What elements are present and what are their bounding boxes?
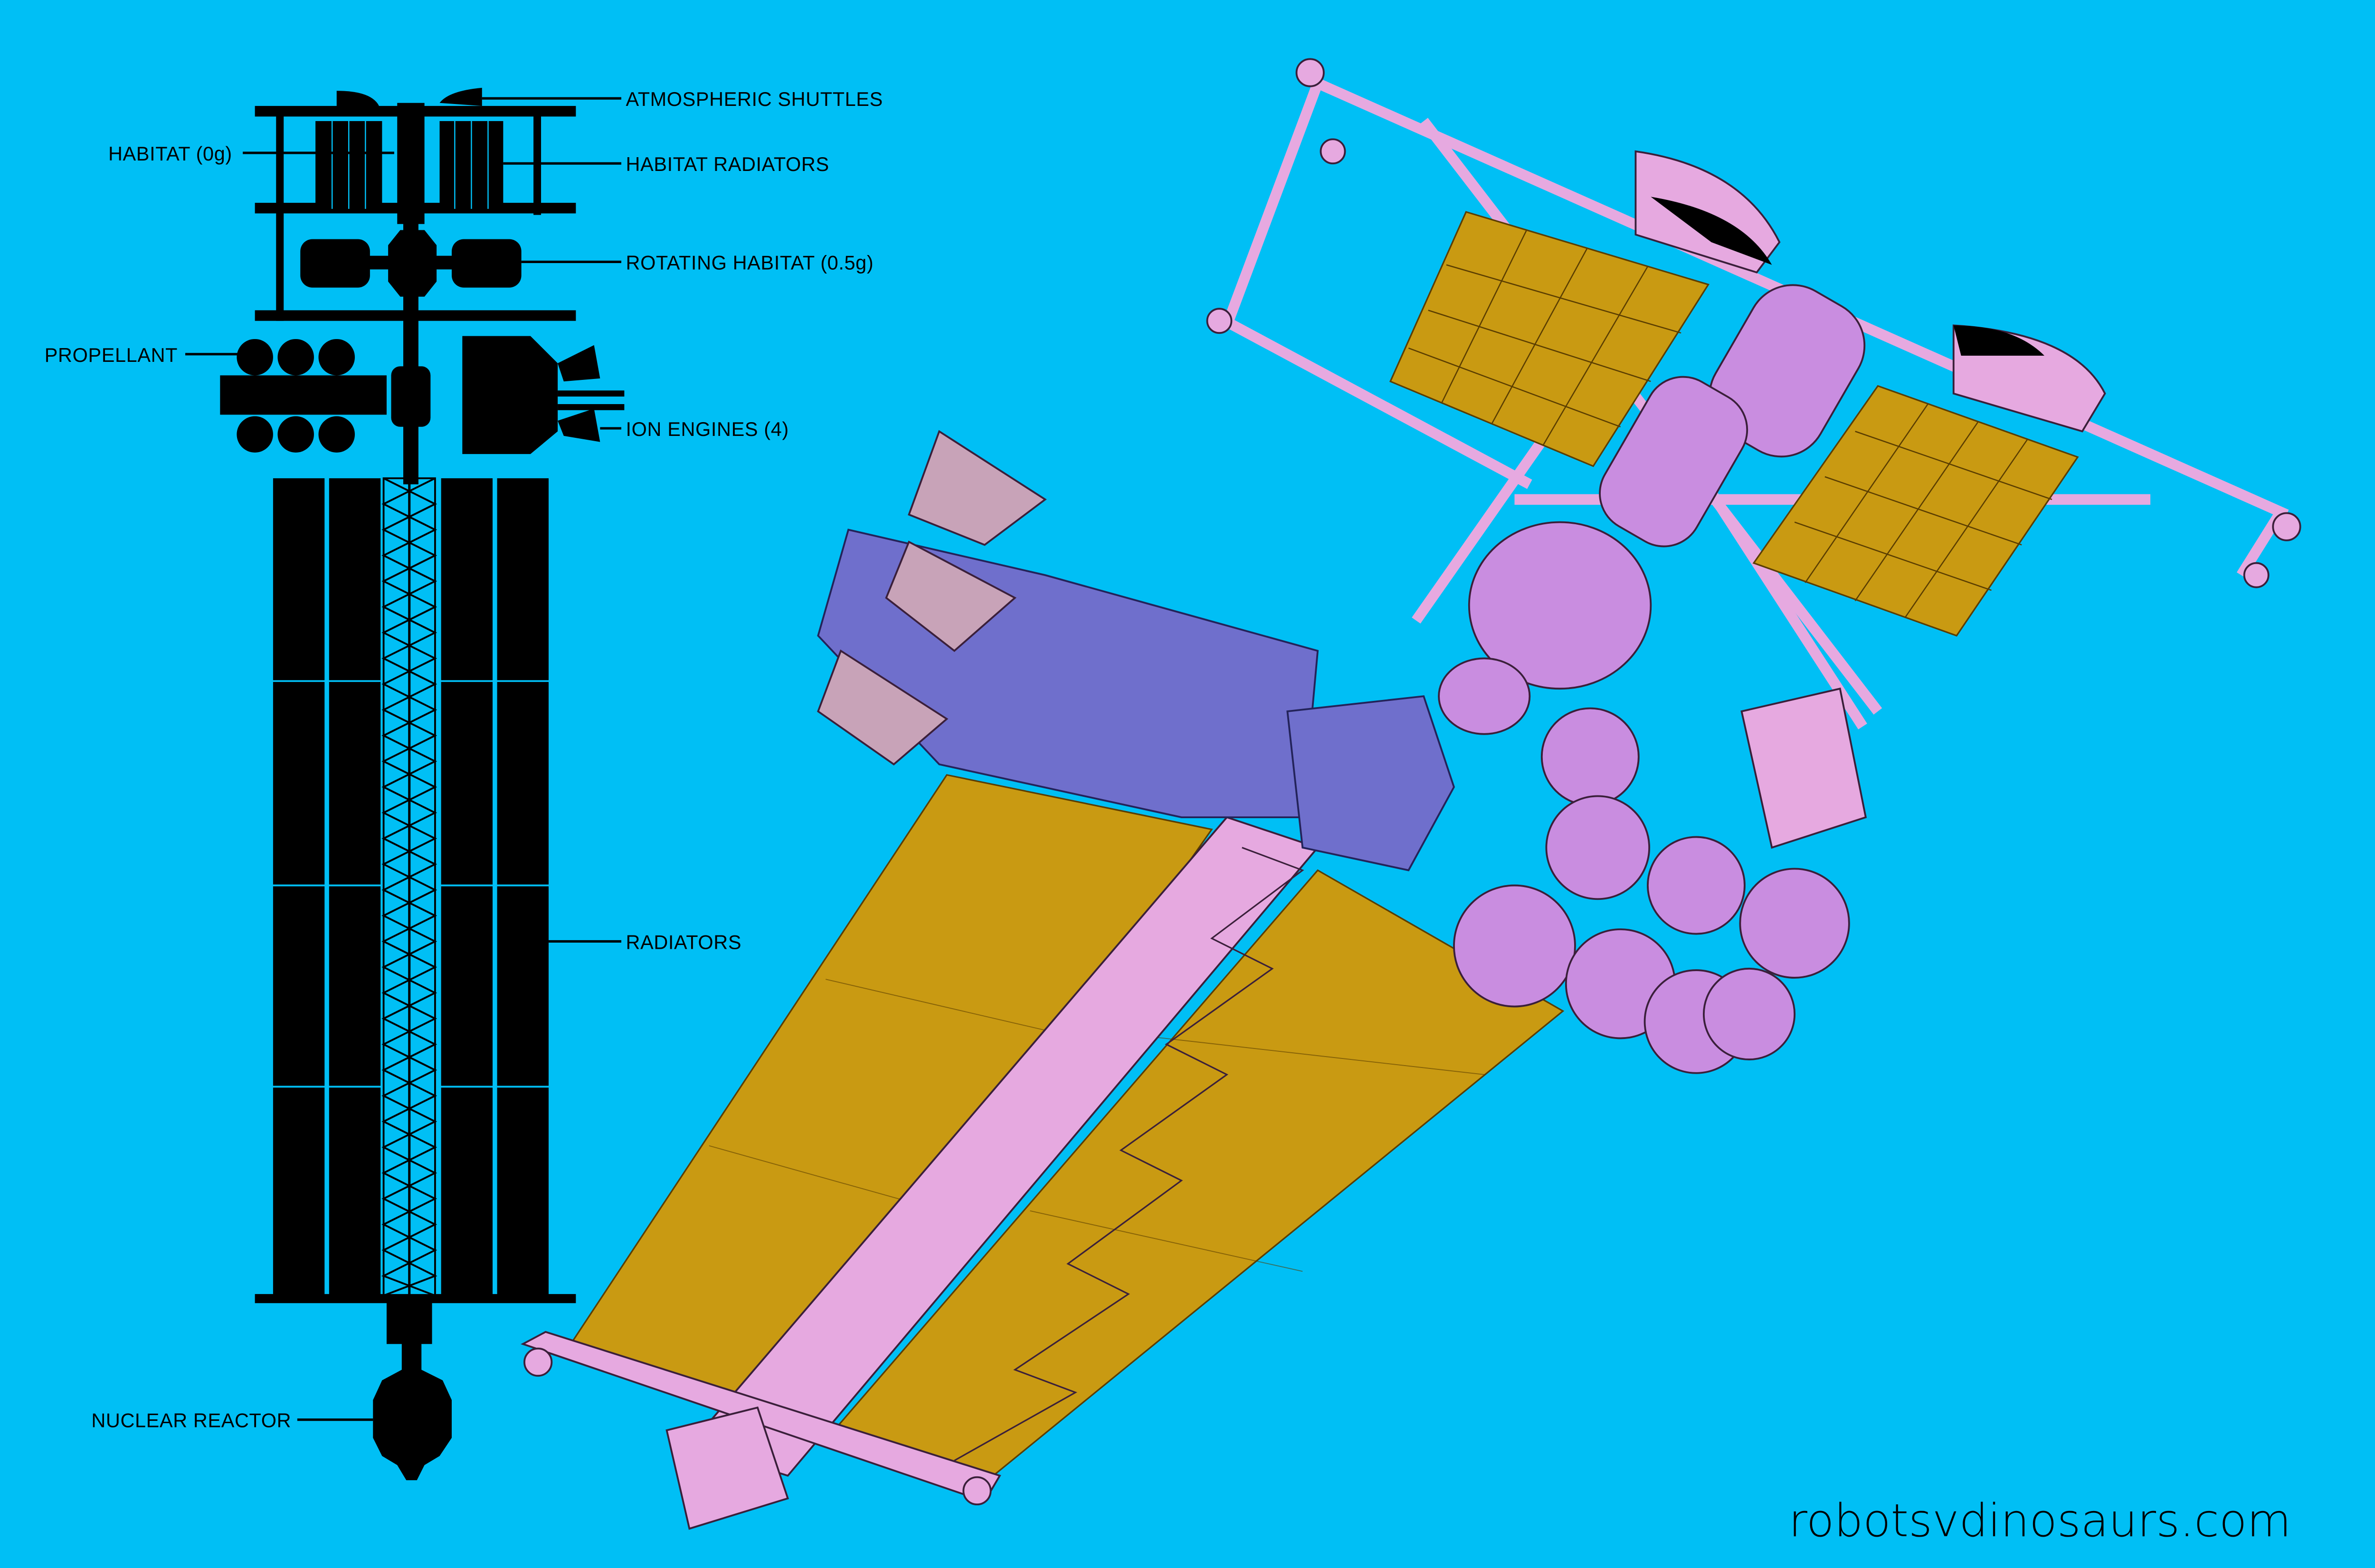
- propellant-tanks-render: [1453, 687, 1867, 1074]
- side-view-silhouette: [220, 87, 625, 1481]
- habitat-radiator-left: [315, 121, 382, 209]
- habitat-0g-module: [397, 103, 425, 224]
- reactor-housing: [665, 1406, 789, 1530]
- propellant-tanks: [220, 339, 431, 453]
- label-leaders: [185, 97, 621, 1421]
- atmospheric-shuttle-left: [336, 91, 380, 109]
- label-habitat-0g: HABITAT (0g): [108, 142, 232, 165]
- rotating-habitat: [300, 230, 522, 297]
- engine-module: [817, 430, 1455, 871]
- central-truss: [381, 477, 437, 1297]
- label-propellant: PROPELLANT: [45, 344, 178, 366]
- label-nuclear-reactor: NUCLEAR REACTOR: [91, 1409, 291, 1432]
- label-atmospheric-shuttles: ATMOSPHERIC SHUTTLES: [626, 88, 883, 110]
- ion-engines: [462, 336, 625, 454]
- label-ion-engines: ION ENGINES (4): [626, 418, 789, 440]
- label-habitat-radiators: HABITAT RADIATORS: [626, 153, 829, 175]
- label-rotating-habitat: ROTATING HABITAT (0.5g): [626, 251, 874, 274]
- atmospheric-shuttles-render: [1634, 150, 2106, 433]
- main-radiators: [270, 478, 552, 1296]
- thruster-pods: [523, 58, 2301, 1506]
- habitat-radiator-panel-a: [1389, 211, 1710, 467]
- watermark: robotsvdinosaurs.com: [1789, 1494, 2291, 1547]
- main-truss: [688, 816, 1320, 1477]
- central-hub: [1438, 284, 1866, 735]
- perspective-render: [521, 58, 2301, 1530]
- atmospheric-shuttle-right: [439, 87, 482, 106]
- habitat-radiator-panel-b: [1752, 385, 2079, 637]
- habitat-radiator-right: [439, 121, 504, 209]
- nuclear-reactor: [373, 1339, 452, 1481]
- label-radiators: RADIATORS: [626, 931, 742, 953]
- main-truss-bracing: [954, 847, 1304, 1462]
